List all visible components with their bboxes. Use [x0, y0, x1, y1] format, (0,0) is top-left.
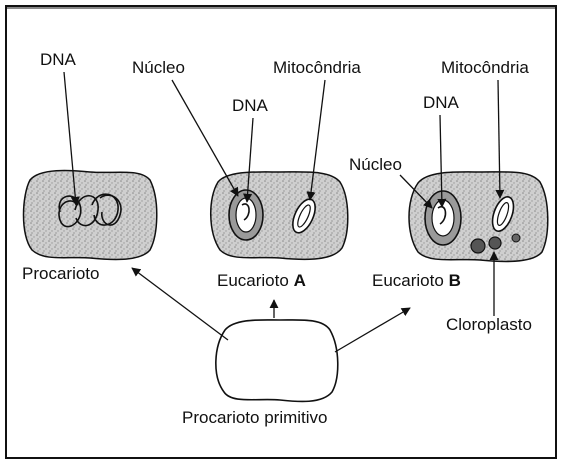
label-procarioto: Procarioto — [22, 264, 99, 284]
label-nucleo-a: Núcleo — [132, 58, 185, 78]
label-cloroplasto: Cloroplasto — [446, 315, 532, 335]
label-eucarioto-b: Eucarioto B — [372, 271, 461, 291]
procarioto-primitivo-cell — [216, 320, 338, 402]
label-eucarioto-a: Eucarioto A — [217, 271, 306, 291]
label-eucarioto-a-text: Eucarioto — [217, 271, 289, 290]
label-eucarioto-b-letter: B — [449, 271, 461, 290]
label-procarioto-primitivo: Procarioto primitivo — [182, 408, 328, 428]
label-mitocondria-a: Mitocôndria — [273, 58, 361, 78]
label-eucarioto-b-text: Eucarioto — [372, 271, 444, 290]
label-dna-a: DNA — [232, 96, 268, 116]
arrow-to-eucarioto-b — [335, 308, 410, 352]
procarioto-cell — [24, 170, 157, 259]
chloroplast — [489, 237, 501, 249]
chloroplast — [471, 239, 485, 253]
arrow-to-procarioto — [132, 268, 228, 340]
pointer-nucleo-a — [172, 80, 238, 196]
label-mitocondria-b: Mitocôndria — [441, 58, 529, 78]
label-nucleo-b: Núcleo — [349, 155, 402, 175]
label-dna-b: DNA — [423, 93, 459, 113]
chloroplast — [512, 234, 520, 242]
label-eucarioto-a-letter: A — [294, 271, 306, 290]
label-dna-procarioto: DNA — [40, 50, 76, 70]
